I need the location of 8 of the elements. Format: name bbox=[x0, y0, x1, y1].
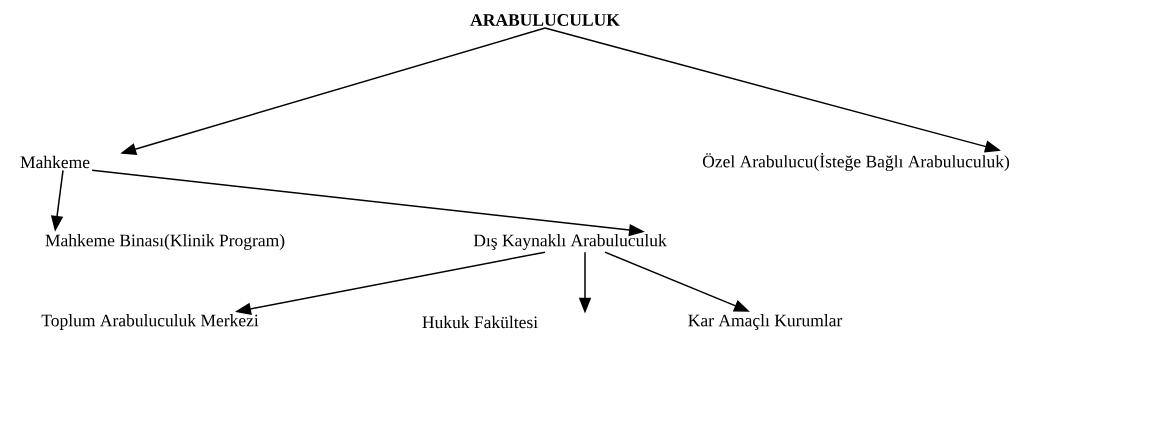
text-label: Hukuk Fakültesi bbox=[422, 315, 538, 329]
text-label: Özel Arabulucu(İsteğe Bağlı Arabuluculuk) bbox=[702, 152, 1010, 172]
text-label: ARABULUCULUK bbox=[470, 14, 620, 26]
text-label: Mahkeme Binası(Klinik Program) bbox=[45, 234, 285, 250]
text-label: Toplum Arabuluculuk Merkezi bbox=[41, 314, 259, 330]
text-label: Dış Kaynaklı Arabuluculuk bbox=[473, 234, 667, 250]
text-label: Kar Amaçlı Kurumlar bbox=[688, 314, 843, 330]
text-label: Mahkeme bbox=[20, 155, 90, 169]
